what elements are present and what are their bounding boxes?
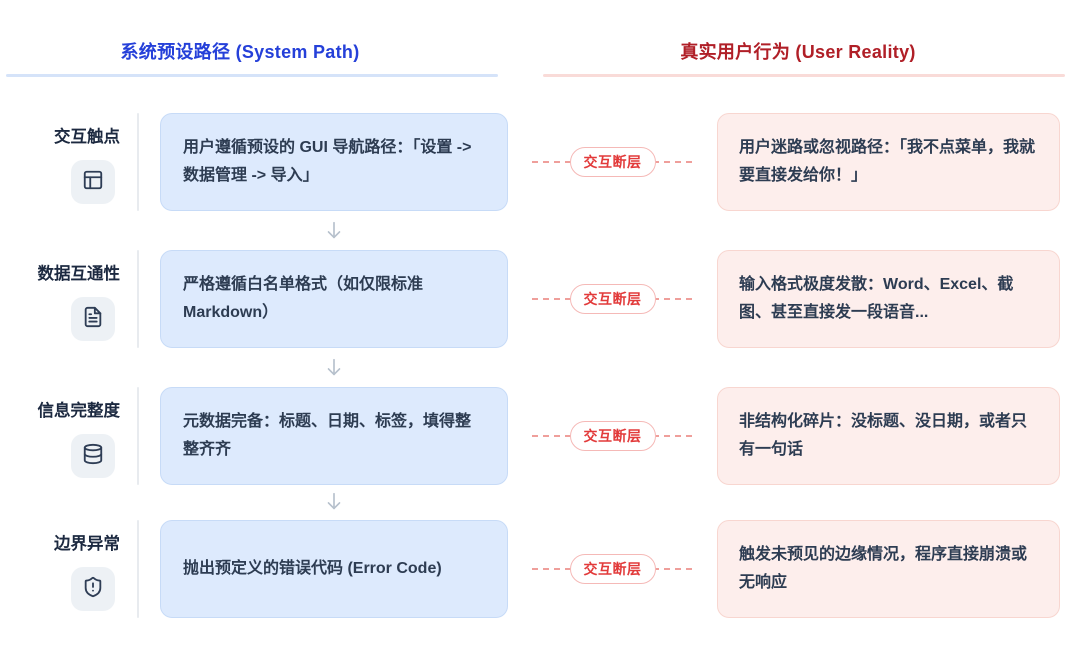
system-path-box: 严格遵循白名单格式（如仅限标准 Markdown） [160,250,508,348]
row-data-interoperability: 数据互通性 严格遵循白名单格式（如仅限标准 Markdown） 交互断层 输入格… [0,250,1080,348]
user-reality-box: 输入格式极度发散：Word、Excel、截图、甚至直接发一段语音... [717,250,1060,348]
row-label-cell: 边界异常 [0,520,120,618]
system-path-header: 系统预设路径 (System Path) [120,42,360,62]
system-path-box: 元数据完备：标题、日期、标签，填得整整齐齐 [160,387,508,485]
gap-connector: 交互断层 [508,520,717,618]
row-divider [137,520,139,618]
user-reality-text: 非结构化碎片：没标题、没日期，或者只有一句话 [739,412,1028,458]
system-path-box: 用户遵循预设的 GUI 导航路径：「设置 -> 数据管理 -> 导入」 [160,113,508,211]
gap-connector: 交互断层 [508,250,717,348]
system-path-text: 元数据完备：标题、日期、标签，填得整整齐齐 [183,412,472,458]
system-header-underline [6,74,498,77]
user-reality-text: 输入格式极度发散：Word、Excel、截图、甚至直接发一段语音... [739,275,1014,321]
down-arrow-icon [323,357,345,379]
system-path-text: 用户遵循预设的 GUI 导航路径：「设置 -> 数据管理 -> 导入」 [183,138,472,184]
row-divider [137,250,139,348]
system-path-box: 抛出预定义的错误代码 (Error Code) [160,520,508,618]
icon-badge [71,297,115,341]
row-label: 交互触点 [54,128,120,146]
row-interaction-touchpoint: 交互触点 用户遵循预设的 GUI 导航路径：「设置 -> 数据管理 -> 导入」… [0,113,1080,211]
icon-badge [71,567,115,611]
row-label: 数据互通性 [37,265,121,283]
user-reality-text: 触发未预见的边缘情况，程序直接崩溃或无响应 [739,545,1028,591]
gap-connector: 交互断层 [508,387,717,485]
icon-badge [71,160,115,204]
interaction-gap-badge: 交互断层 [569,554,656,584]
database-icon [82,443,104,470]
interaction-gap-badge: 交互断层 [569,147,656,177]
system-path-text: 抛出预定义的错误代码 (Error Code) [183,559,442,577]
row-label: 边界异常 [54,535,120,553]
reality-header-underline [543,74,1065,77]
row-label-cell: 信息完整度 [0,387,120,485]
shield-alert-icon [82,576,104,603]
down-arrow-icon [323,220,345,242]
layout-icon [82,169,104,196]
row-label: 信息完整度 [37,402,121,420]
user-reality-header: 真实用户行为 (User Reality) [680,42,916,62]
interaction-gap-badge: 交互断层 [569,421,656,451]
system-path-text: 严格遵循白名单格式（如仅限标准 Markdown） [183,275,424,321]
interaction-gap-badge: 交互断层 [569,284,656,314]
row-divider [137,387,139,485]
gap-connector: 交互断层 [508,113,717,211]
row-label-cell: 数据互通性 [0,250,120,348]
icon-badge [71,434,115,478]
row-divider [137,113,139,211]
row-information-completeness: 信息完整度 元数据完备：标题、日期、标签，填得整整齐齐 交互断层 非结构化碎片：… [0,387,1080,485]
down-arrow-icon [323,491,345,513]
file-text-icon [82,306,104,333]
user-reality-text: 用户迷路或忽视路径：「我不点菜单，我就要直接发给你！」 [739,138,1036,184]
user-reality-box: 触发未预见的边缘情况，程序直接崩溃或无响应 [717,520,1060,618]
user-reality-box: 用户迷路或忽视路径：「我不点菜单，我就要直接发给你！」 [717,113,1060,211]
row-label-cell: 交互触点 [0,113,120,211]
user-reality-box: 非结构化碎片：没标题、没日期，或者只有一句话 [717,387,1060,485]
row-boundary-exception: 边界异常 抛出预定义的错误代码 (Error Code) 交互断层 触发未预见的… [0,520,1080,618]
